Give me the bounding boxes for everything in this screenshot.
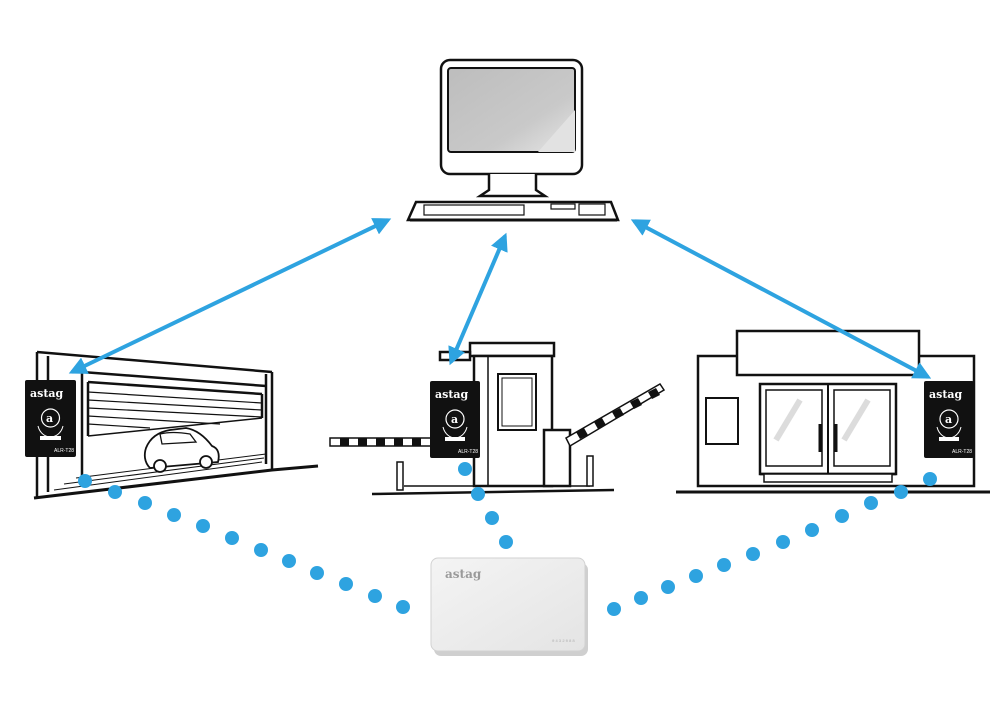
card-brand: astag: [445, 567, 482, 581]
rfid-reader-icon: astag a ALR-T28: [25, 380, 76, 457]
rfid-reader-icon: astag a ALR-T28: [430, 381, 480, 458]
garage-icon: [33, 350, 319, 500]
reader-booth-brand: astag: [435, 388, 469, 401]
reader-garage-brand: astag: [30, 387, 64, 400]
card-serial: 0432088: [552, 640, 576, 644]
parking-booth-icon: [329, 341, 666, 496]
dotted-link-booth-card: [458, 462, 513, 549]
svg-text:a: a: [451, 413, 458, 426]
reader-booth-model: ALR-T28: [458, 449, 478, 455]
arrow-computer-store: [630, 219, 932, 379]
reader-store-brand: astag: [929, 388, 963, 401]
rfid-card-icon: astag 0432088: [430, 557, 588, 656]
svg-text:a: a: [945, 413, 952, 426]
rf-links: [78, 462, 937, 616]
reader-garage-model: ALR-T28: [54, 448, 74, 454]
arrow-computer-garage: [68, 218, 392, 374]
rfid-reader-icon: astag a ALR-T28: [924, 381, 974, 458]
reader-store-model: ALR-T28: [952, 449, 972, 455]
computer-icon: [406, 58, 620, 222]
network-links: [68, 218, 932, 379]
dotted-link-store-card: [607, 472, 937, 616]
dotted-link-garage-card: [78, 474, 410, 614]
svg-text:a: a: [46, 412, 53, 425]
arrow-computer-booth: [448, 232, 508, 366]
